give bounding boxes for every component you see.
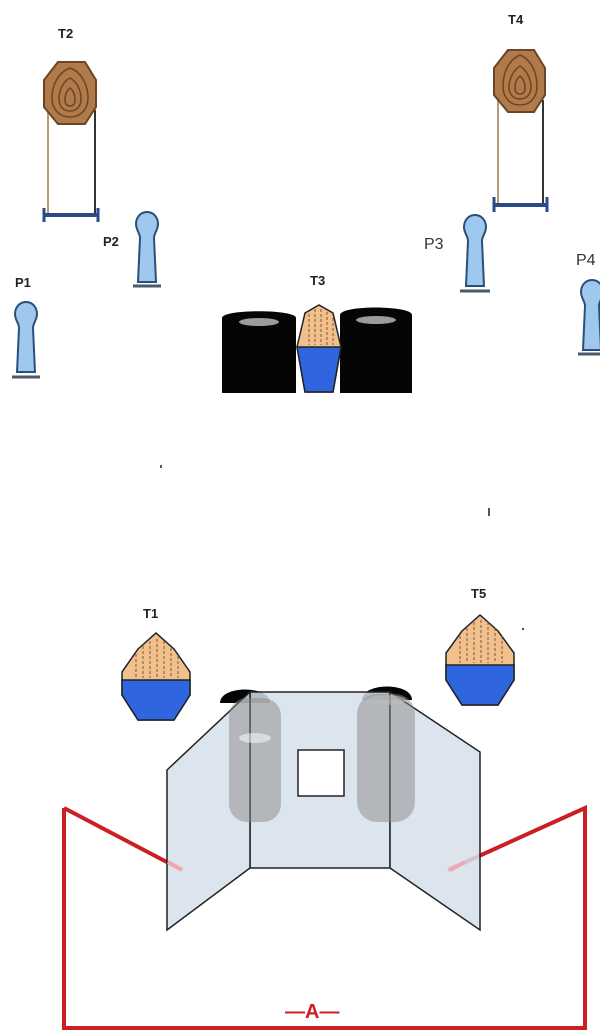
label-t4: T4 (508, 12, 523, 27)
popper-p3 (460, 215, 490, 291)
target-t5 (446, 615, 514, 705)
steel-target-t4 (494, 50, 547, 212)
label-t1: T1 (143, 606, 158, 621)
target-t1 (122, 633, 190, 721)
label-t5: T5 (471, 586, 486, 601)
target-t3 (297, 305, 341, 392)
popper-p2 (133, 212, 161, 286)
steel-target-t2 (44, 62, 98, 222)
stray-marks (160, 465, 524, 630)
label-p1: P1 (15, 275, 31, 290)
label-area-a: —A— (285, 1001, 339, 1024)
label-t2: T2 (58, 26, 73, 41)
label-t3: T3 (310, 273, 325, 288)
label-p3: P3 (424, 236, 444, 254)
label-p2: P2 (103, 234, 119, 249)
barricade (167, 687, 480, 931)
label-p4: P4 (576, 252, 596, 270)
popper-p4 (578, 280, 600, 354)
popper-p1 (12, 302, 40, 377)
